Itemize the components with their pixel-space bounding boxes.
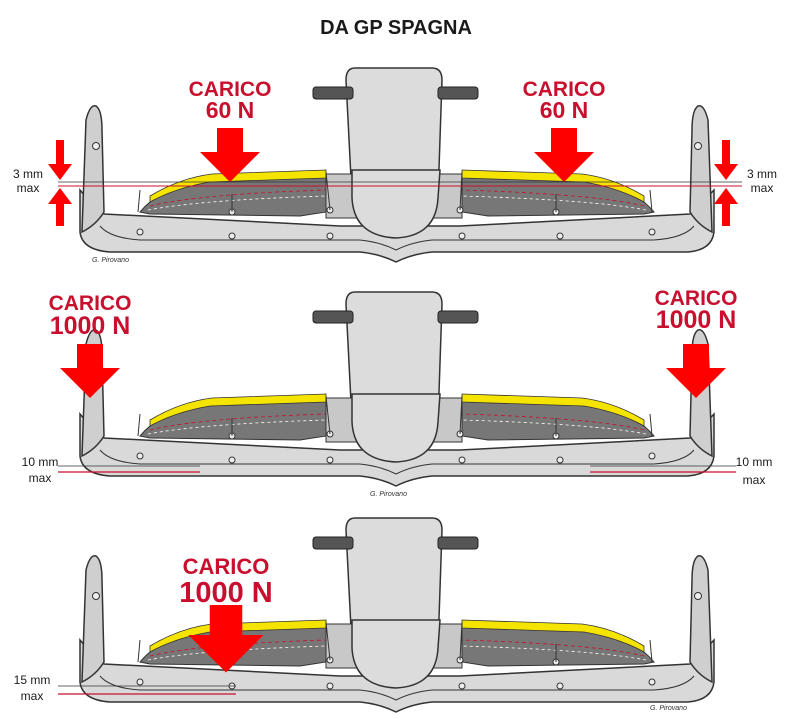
deflection-value-right: 10 mm [736, 455, 773, 469]
deflection-arrows-right [714, 140, 738, 226]
deflection-max-right: max [751, 181, 774, 195]
load-label: CARICO [183, 554, 270, 579]
deflection-value-left: 3 mm [13, 167, 43, 181]
deflection-value-right: 3 mm [747, 167, 777, 181]
panel-3: CARICO 1000 N 15 mm max G. Pirovano [14, 517, 715, 713]
load-value-right: 60 N [540, 97, 589, 123]
author-credit: G. Pirovano [650, 705, 687, 712]
deflection-max: max [21, 689, 44, 703]
front-wing-drawing [79, 291, 715, 487]
load-arrow-right [666, 344, 726, 398]
front-wing-drawing [79, 67, 715, 263]
load-label-right: CARICO [655, 287, 738, 310]
load-value: 1000 N [179, 577, 273, 609]
load-value-right: 1000 N [656, 306, 737, 334]
panel-2: CARICO 1000 N CARICO 1000 N 10 mm max 10… [22, 287, 773, 498]
author-credit: G. Pirovano [92, 257, 129, 264]
front-wing-drawing [79, 517, 715, 713]
deflection-max-left: max [29, 471, 52, 485]
load-label-left: CARICO [49, 292, 132, 315]
load-arrow-left [60, 344, 120, 398]
panel-1: CARICO 60 N CARICO 60 N 3 mm max 3 mm ma… [13, 67, 777, 264]
deflection-value: 15 mm [14, 673, 51, 687]
deflection-arrows-left [48, 140, 72, 226]
load-label-left: CARICO [189, 78, 272, 101]
deflection-value-left: 10 mm [22, 455, 59, 469]
load-value-left: 1000 N [50, 312, 131, 340]
page-title: DA GP SPAGNA [320, 17, 472, 39]
deflection-max-right: max [743, 473, 766, 487]
author-credit: G. Pirovano [370, 491, 407, 498]
deflection-max-left: max [17, 181, 40, 195]
load-value-left: 60 N [206, 97, 255, 123]
load-label-right: CARICO [523, 78, 606, 101]
